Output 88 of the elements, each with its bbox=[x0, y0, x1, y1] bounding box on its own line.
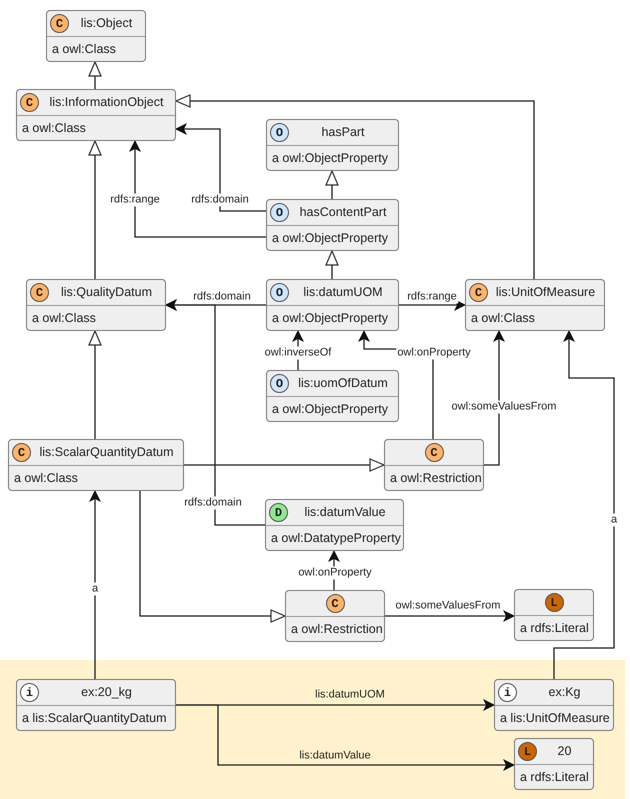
class-name: hasContentPart bbox=[298, 204, 388, 222]
class-box bbox=[494, 679, 614, 731]
arrow bbox=[129, 140, 266, 238]
class-box bbox=[8, 439, 184, 491]
class-name: ex:20_kg bbox=[80, 684, 133, 702]
type-badge: O bbox=[270, 123, 289, 142]
class-name: hasPart bbox=[320, 124, 366, 142]
edge-label: owl:onProperty bbox=[396, 346, 472, 360]
type-label: a rdfs:Literal bbox=[520, 768, 589, 786]
type-badge: L bbox=[518, 742, 537, 761]
class-name: lis:InformationObject bbox=[48, 94, 164, 112]
class-name: lis:Object bbox=[80, 15, 134, 32]
edge-label: a bbox=[90, 582, 100, 596]
type-badge: C bbox=[469, 283, 488, 302]
type-badge: D bbox=[269, 503, 288, 522]
type-label: a owl:DatatypeProperty bbox=[271, 530, 401, 547]
type-badge: i bbox=[498, 683, 517, 702]
type-label: a owl:ObjectProperty bbox=[272, 230, 388, 247]
arrow bbox=[165, 299, 265, 526]
type-label: a owl:Restriction bbox=[291, 620, 383, 638]
class-box bbox=[16, 679, 176, 731]
class-box bbox=[384, 439, 484, 491]
class-box bbox=[266, 199, 399, 251]
inheritance-arrow bbox=[88, 330, 102, 439]
type-badge: C bbox=[326, 594, 344, 613]
type-badge: C bbox=[20, 93, 39, 112]
type-label: a lis:UnitOfMeasure bbox=[500, 710, 610, 727]
class-box bbox=[266, 279, 399, 331]
class-name: lis:uomOfDatum bbox=[297, 375, 389, 392]
type-label: a lis:ScalarQuantityDatum bbox=[22, 710, 167, 727]
edge-label: rdfs:range bbox=[109, 194, 161, 206]
type-badge: C bbox=[424, 443, 444, 462]
edge-label: rdfs:domain bbox=[190, 194, 250, 206]
arrow bbox=[385, 610, 515, 622]
type-badge: L bbox=[544, 593, 564, 612]
class-box bbox=[265, 499, 404, 551]
class-name: lis:datumValue bbox=[303, 504, 387, 522]
class-name: lis:QualityDatum bbox=[60, 284, 153, 302]
class-box bbox=[514, 738, 594, 790]
inheritance-arrow bbox=[325, 250, 339, 279]
class-box bbox=[514, 589, 594, 641]
class-box bbox=[266, 370, 399, 422]
class-name: lis:UnitOfMeasure bbox=[494, 284, 596, 302]
inheritance-arrow bbox=[139, 491, 286, 623]
type-label: a rdfs:Literal bbox=[520, 620, 589, 637]
type-badge: C bbox=[30, 283, 49, 302]
inheritance-arrow bbox=[175, 94, 535, 279]
edge-label: owl:onProperty bbox=[297, 566, 373, 580]
class-box bbox=[285, 590, 385, 642]
edge-label: a bbox=[610, 514, 618, 526]
inheritance-arrow bbox=[325, 170, 339, 199]
class-box bbox=[465, 279, 605, 331]
type-label: a owl:ObjectProperty bbox=[272, 150, 388, 167]
inheritance-arrow bbox=[184, 458, 385, 472]
arrow bbox=[553, 330, 615, 679]
type-label: a owl:Restriction bbox=[390, 470, 482, 487]
class-name: ex:Kg bbox=[548, 684, 582, 702]
edge-label: owl:inverseOf bbox=[264, 346, 332, 360]
type-label: a owl:Class bbox=[471, 310, 535, 327]
arrow bbox=[399, 299, 466, 311]
class-name: lis:ScalarQuantityDatum bbox=[38, 444, 175, 462]
type-label: a owl:ObjectProperty bbox=[272, 310, 388, 327]
type-badge: C bbox=[50, 14, 69, 33]
type-badge: O bbox=[270, 374, 289, 393]
type-label: a owl:Class bbox=[22, 120, 86, 137]
type-label: a owl:Class bbox=[14, 470, 78, 487]
class-box bbox=[266, 119, 399, 171]
class-name: lis:datumUOM bbox=[302, 284, 384, 302]
class-name: 20 bbox=[556, 743, 572, 760]
edge-label: rdfs:domain bbox=[183, 496, 243, 510]
edge-label: rdfs:range bbox=[406, 290, 458, 304]
arrow bbox=[89, 490, 101, 679]
type-badge: i bbox=[20, 683, 39, 702]
arrow bbox=[176, 704, 515, 771]
class-box bbox=[16, 89, 176, 141]
type-badge: O bbox=[270, 283, 289, 302]
class-box bbox=[26, 279, 166, 331]
type-badge: C bbox=[12, 443, 31, 462]
arrow bbox=[484, 330, 505, 466]
type-label: a owl:Class bbox=[52, 40, 116, 58]
inheritance-arrow bbox=[88, 61, 102, 89]
type-badge: O bbox=[270, 203, 289, 222]
arrow bbox=[175, 123, 266, 212]
inheritance-arrow bbox=[88, 140, 102, 279]
type-label: a owl:ObjectProperty bbox=[272, 400, 388, 418]
type-label: a owl:Class bbox=[32, 310, 96, 327]
edge-label: owl:someValuesFrom bbox=[450, 400, 558, 414]
class-box bbox=[46, 10, 146, 62]
